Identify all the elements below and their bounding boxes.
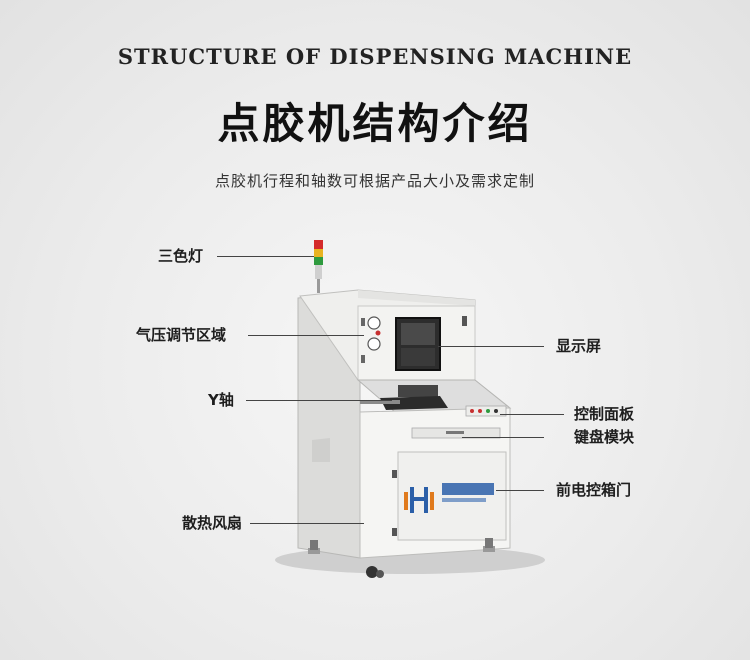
company-logo-icon xyxy=(404,483,494,513)
english-title: STRUCTURE OF DISPENSING MACHINE xyxy=(117,44,633,69)
chinese-title: 点胶机结构介绍 xyxy=(217,99,533,148)
callout-keyboard: 键盘模块 xyxy=(574,428,635,446)
leader-line xyxy=(496,490,544,491)
machine-lower-cabinet xyxy=(359,405,511,559)
pressure-gauge-icon xyxy=(367,337,381,351)
tower-light-icon xyxy=(314,240,323,293)
callout-control-panel: 控制面板 xyxy=(574,405,635,423)
pressure-gauge-icon xyxy=(367,316,381,330)
leader-line xyxy=(248,335,364,336)
machine-feet xyxy=(308,538,495,578)
leader-line xyxy=(500,414,564,415)
leader-line xyxy=(217,256,314,257)
callout-display: 显示屏 xyxy=(556,337,602,355)
leader-line xyxy=(246,400,392,401)
callout-tower-light: 三色灯 xyxy=(158,247,204,265)
leader-line xyxy=(250,523,364,524)
callout-cabinet-door: 前电控箱门 xyxy=(556,481,632,499)
leader-line xyxy=(462,437,544,438)
callout-air-pressure: 气压调节区域 xyxy=(136,326,227,344)
leader-line xyxy=(438,346,544,347)
callout-fan: 散热风扇 xyxy=(182,514,243,532)
machine-upper-housing xyxy=(299,289,476,381)
cabinet-door-panel xyxy=(397,451,507,541)
callout-y-axis: Y轴 xyxy=(208,391,234,409)
subtitle: 点胶机行程和轴数可根据产品大小及需求定制 xyxy=(214,172,535,190)
